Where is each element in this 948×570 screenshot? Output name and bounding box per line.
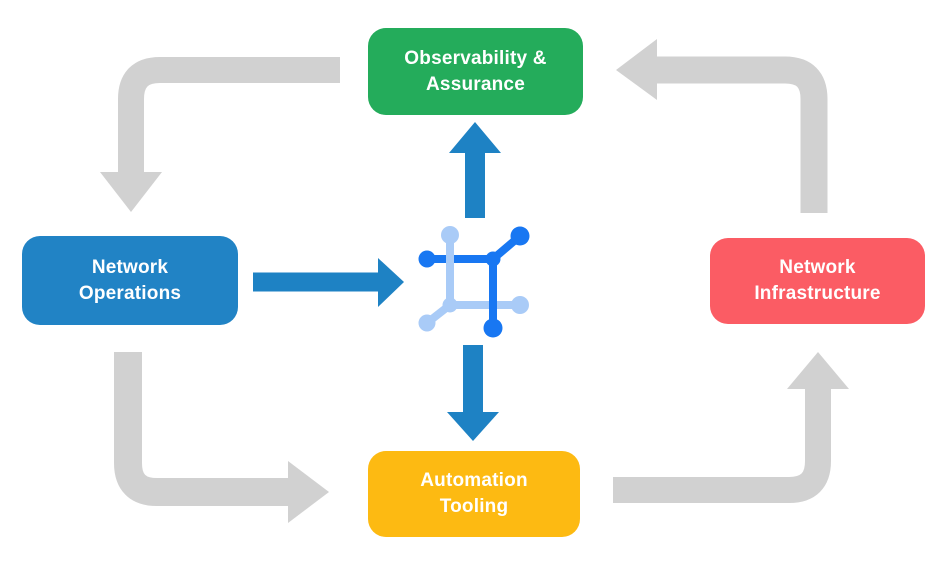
arrow-head-left	[616, 39, 657, 100]
arrow-head-up	[787, 352, 849, 389]
arrow-center-to-automation	[447, 345, 499, 441]
arrow-center-to-observability	[449, 122, 501, 218]
node-label: Network Infrastructure	[754, 257, 881, 304]
arrow-automation-to-infrastructure	[613, 352, 849, 503]
arrow-operations-to-automation	[114, 352, 329, 523]
icon-node-right	[511, 296, 529, 314]
icon-node-bottom	[483, 318, 503, 338]
arrow-shaft	[118, 57, 340, 174]
icon-node-top	[441, 226, 459, 244]
icon-node-left	[418, 250, 436, 268]
arrow-shaft	[613, 389, 831, 503]
arrow-head-down	[447, 412, 499, 441]
node-label: Observability & Assurance	[404, 47, 547, 95]
node-automation-tooling: Automation Tooling	[368, 451, 580, 537]
node-label: Automation Tooling	[420, 470, 528, 517]
arrow-observability-to-operations	[100, 57, 340, 212]
arrow-operations-to-center	[253, 258, 404, 307]
arrow-head-right	[288, 461, 329, 523]
node-label: Network Operations	[78, 256, 182, 304]
arrow-head-right	[378, 258, 404, 307]
arrow-head-up	[449, 122, 501, 153]
network-automation-platform-icon	[418, 226, 530, 338]
arrow-head-down	[100, 172, 162, 212]
icon-node-bottom-left	[418, 314, 436, 332]
arrow-infrastructure-to-observability	[616, 39, 828, 213]
node-network-operations: Network Operations	[22, 236, 238, 325]
icon-node-top-right	[510, 226, 530, 246]
node-observability-assurance: Observability & Assurance	[368, 28, 583, 115]
arrow-shaft	[657, 56, 828, 213]
node-network-infrastructure: Network Infrastructure	[710, 238, 925, 324]
arrow-shaft	[114, 352, 288, 506]
icon-joint-top-right-corner	[485, 251, 501, 267]
icon-joint-bottom-left-corner	[442, 297, 458, 313]
